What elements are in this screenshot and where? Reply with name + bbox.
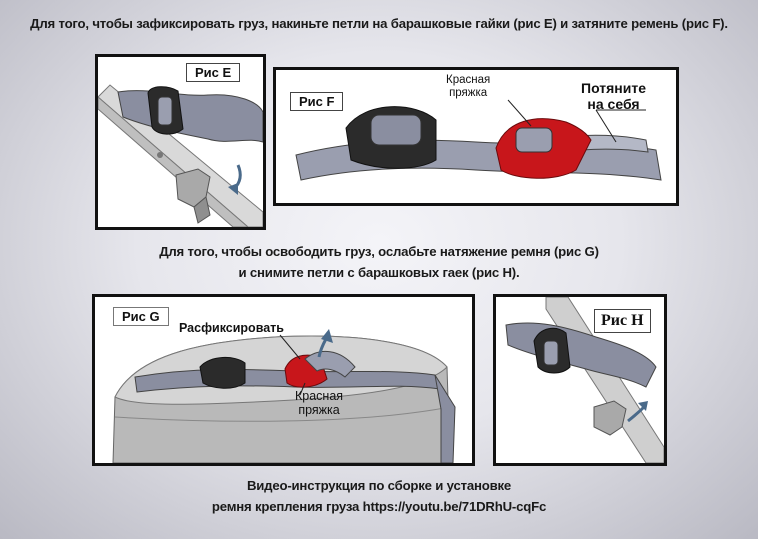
video-instruction-line-2: ремня крепления груза https://youtu.be/7… xyxy=(211,499,547,514)
figure-h-illustration xyxy=(505,297,664,463)
figure-g: Рис G Расфиксировать Красная пряжка xyxy=(92,294,475,466)
figure-e-label: Рис E xyxy=(186,63,241,82)
release-instruction-line-1: Для того, чтобы освободить груз, ослабьт… xyxy=(159,244,599,259)
figure-g-label: Рис G xyxy=(113,307,169,326)
callout-line: на себя xyxy=(587,96,640,113)
release-instruction-line-2: и снимите петли с барашковых гаек (рис H… xyxy=(238,265,520,280)
figure-h: Рис H xyxy=(493,294,667,466)
figure-f-red-buckle-callout: Красная пряжка xyxy=(446,74,490,100)
figure-f-pull-callout: Потяните на себя xyxy=(581,80,646,112)
callout-line: Красная xyxy=(446,74,491,86)
callout-line: пряжка xyxy=(449,87,488,100)
figure-g-release-callout: Расфиксировать xyxy=(179,321,284,335)
figure-f: Рис F Красная пряжка Потяните на себя xyxy=(273,67,679,206)
callout-line: Красная xyxy=(295,389,344,403)
figure-h-label: Рис H xyxy=(594,309,651,333)
figure-f-label: Рис F xyxy=(290,92,344,111)
figure-g-illustration xyxy=(112,329,456,463)
figure-f-illustration xyxy=(295,99,662,181)
figure-e: Рис E xyxy=(95,54,266,230)
video-instruction-line-1: Видео-инструкция по сборке и установке xyxy=(246,478,512,493)
figure-g-red-buckle-callout: Красная пряжка xyxy=(295,389,343,418)
figure-e-illustration xyxy=(98,84,263,227)
fasten-instruction: Для того, чтобы зафиксировать груз, наки… xyxy=(30,16,728,31)
callout-line: Потяните xyxy=(581,80,646,96)
callout-line: пряжка xyxy=(298,403,340,418)
